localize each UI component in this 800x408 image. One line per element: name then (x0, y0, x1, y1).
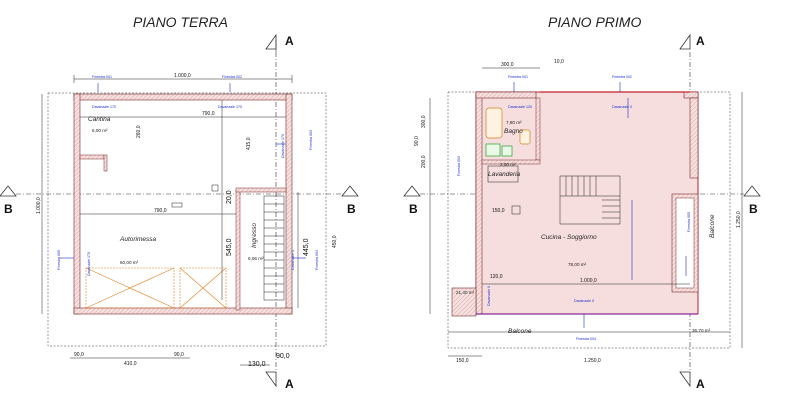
dim-first-bottom-left: 150,0 (456, 358, 469, 364)
door-label: Davanzale 0 (574, 299, 594, 303)
dim-first-left-b: 200,0 (421, 155, 427, 168)
section-mark-b-right: B (743, 185, 761, 216)
room-ingresso-label: Ingresso (251, 223, 258, 248)
first-floor-plan: 300,0 10,0 90,0 200,0 300,0 150,0 120,0 … (414, 59, 743, 364)
door-label: Davanzale 170 (87, 252, 91, 276)
room-bagno-label: Bagno (504, 128, 523, 135)
dim-bottom-mid: 410,0 (124, 361, 137, 367)
window-label: Finestra 002 (222, 75, 242, 79)
room-cantina-area: 6,00 m² (92, 128, 108, 133)
section-label-a: A (696, 34, 705, 48)
section-mark-b-mid-right: B (403, 185, 421, 216)
dim-first-right: 1.250,0 (736, 211, 742, 228)
door-label: Davanzale 170 (218, 105, 242, 109)
door-label: Davanzale 0 (291, 250, 295, 270)
room-balcone-bottom-label: Balcone (508, 328, 532, 335)
dim-ground-inner-mid: 790,0 (154, 208, 167, 214)
room-autorimessa-area: 60,00 m² (120, 260, 139, 265)
room-bagno-area: 7,80 m² (506, 120, 522, 125)
window-label: Finestra 005 (687, 212, 691, 232)
dim-bottom-b: 130,0 (248, 361, 266, 368)
dim-first-inner-mid: 1.000,0 (580, 278, 597, 284)
section-label-a: A (696, 377, 705, 391)
door-label: Davanzale 0 (487, 286, 491, 306)
section-label-b: B (409, 202, 418, 216)
dim-bottom-right: 90,0 (174, 352, 184, 358)
dim-bottom-c: 90,0 (276, 353, 290, 360)
room-cucina-label: Cucina - Soggiorno (541, 234, 597, 241)
dim-ground-left: 1.000,0 (36, 197, 42, 214)
section-mark-b-mid-left: B (341, 185, 359, 216)
window-label: Finestra 003 (309, 130, 313, 150)
room-cantina-label: Cantina (88, 116, 111, 123)
section-mark-b-left: B (0, 185, 17, 216)
dim-stair-width: 20,0 (226, 190, 233, 204)
section-mark-a-bottom-left: A (265, 371, 294, 391)
room-balcone-right-label: Balcone (709, 214, 716, 238)
dim-ground-top: 1.000,0 (174, 73, 191, 79)
window-label: Finestra 005 (57, 250, 61, 270)
first-floor-title: PIANO PRIMO (548, 14, 641, 30)
room-lavanderia-area: 2,00 m² (500, 162, 516, 167)
room-cucina-area: 78,00 m² (568, 262, 587, 267)
dim-first-left-c: 300,0 (421, 115, 427, 128)
room-autorimessa-label: Autorimessa (119, 236, 157, 243)
window-label: Finestra 003 (457, 156, 461, 176)
section-label-a: A (285, 377, 294, 391)
section-label-b: B (347, 202, 356, 216)
window-label: Finestra 004 (315, 250, 319, 270)
room-lavanderia-label: Lavanderia (488, 171, 521, 178)
door-label: Davanzale 170 (281, 134, 285, 158)
dim-first-side-area: 21,40 m² (456, 290, 475, 295)
section-mark-a-top-left: A (265, 33, 294, 52)
dim-first-top: 300,0 (501, 62, 514, 68)
dim-right-outer: 450,0 (332, 235, 338, 248)
door-label: Davanzale 0 (612, 105, 632, 109)
window-label: Finestra 001 (508, 75, 528, 79)
room-ingresso-area: 6,06 m² (248, 256, 264, 261)
ground-floor-title: PIANO TERRA (133, 14, 228, 30)
section-label-a: A (285, 34, 294, 48)
dim-bottom-left: 90,0 (74, 352, 84, 358)
section-label-b: B (749, 202, 758, 216)
ground-floor-plan: 1.000,0 790,0 790,0 1.000,0 260,0 415,0 … (36, 73, 338, 368)
dim-cantina-height: 260,0 (136, 125, 142, 138)
door-label: Davanzale 120 (508, 105, 532, 109)
section-mark-a-bottom-right: A (679, 371, 705, 391)
dim-first-inner-b: 120,0 (490, 274, 503, 280)
window-label: Finestra 002 (612, 75, 632, 79)
dim-first-left-a: 90,0 (414, 136, 420, 146)
door-label: Davanzale 170 (92, 105, 116, 109)
section-mark-a-top-right: A (679, 33, 705, 50)
room-balcone-bottom-area: 36,70 m² (692, 328, 711, 333)
dim-ground-inner-top: 790,0 (202, 111, 215, 117)
section-label-b: B (4, 202, 13, 216)
dim-stair-a: 415,0 (246, 137, 252, 150)
window-label: Finestra 001 (92, 75, 112, 79)
dim-stair-b: 545,0 (226, 238, 233, 256)
dim-first-top-small: 10,0 (554, 59, 564, 65)
dim-right: 445,0 (303, 238, 310, 256)
window-label: Finestra 004 (576, 337, 596, 341)
dim-first-inner-left: 150,0 (492, 208, 505, 214)
dim-first-bottom-right: 1.250,0 (584, 358, 601, 364)
